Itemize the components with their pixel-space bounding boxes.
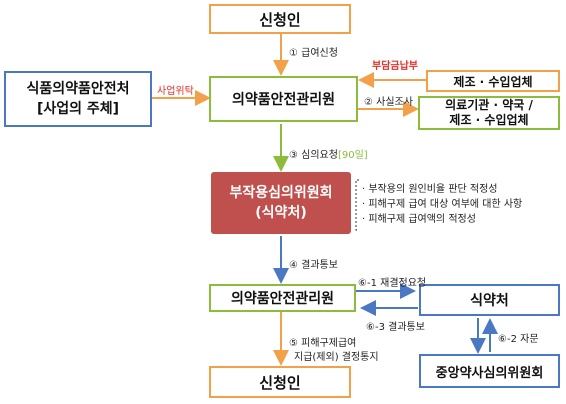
medical-line1: 의료기관 · 약국 / [445,98,533,112]
applicant-box-top: 신청인 [209,4,351,34]
label-step4: ④ 결과통보 [289,260,338,271]
label-step3: ③ 심의요청[90일] [289,146,368,161]
manufacturer-label: 제조 · 수입업체 [453,74,533,89]
committee-line2: (식약처) [255,205,307,221]
central-committee-label: 중앙약사심의위원회 [435,365,544,381]
label-delegation: 사업위탁 [157,86,194,97]
label-step5-line1: ⑤ 피해구제급여 [289,338,357,349]
applicant-box-bottom: 신청인 [209,366,351,398]
medical-line2: 제조 · 수입업체 [449,113,529,127]
label-step1: ① 급여신청 [289,48,338,59]
label-contribution: 부담금납부 [372,61,418,72]
agency-top-label: 의약품안전관리원 [231,92,336,108]
committee-box: 부작용심의위원회 (식약처) [211,172,351,234]
review-item: · 피해구제 급여 대상 여부에 대한 사항 [362,199,523,210]
label-step2: ② 사실조사 [364,97,413,108]
medical-box: 의료기관 · 약국 / 제조 · 수입업체 [418,96,560,130]
label-step5-line2: 지급(제외) 결정통지 [294,352,379,363]
review-item: · 부작용의 원인비율 판단 적정성 [362,184,498,195]
agency-bottom-label: 의약품안전관리원 [230,291,335,307]
applicant-top-label: 신청인 [259,10,301,29]
mfds-box: 식약처 [419,284,560,316]
ministry-line2: [사업의 주체] [36,101,120,117]
central-committee-box: 중앙약사심의위원회 [419,354,560,388]
agency-box-bottom: 의약품안전관리원 [209,284,356,312]
review-items-list: · 부작용의 원인비율 판단 적정성 · 피해구제 급여 대상 여부에 대한 사… [362,182,552,227]
label-step3-main: ③ 심의요청 [289,150,338,161]
mfds-label: 식약처 [470,293,509,309]
ministry-line1: 식품의약품안전처 [26,81,130,97]
committee-line1: 부작용심의위원회 [229,185,333,201]
agency-box-top: 의약품안전관리원 [209,76,358,122]
label-step6-2: ⑥-2 자문 [498,334,539,345]
manufacturer-box: 제조 · 수입업체 [426,70,560,92]
applicant-bottom-label: 신청인 [259,373,301,392]
label-step3-days: [90일] [337,150,368,161]
label-step6-1: ⑥-1 재결정요청 [358,278,427,289]
review-item: · 피해구제 급여액의 적정성 [362,214,476,225]
label-step6-3: ⑥-3 결과통보 [366,322,425,333]
ministry-box: 식품의약품안전처 [사업의 주체] [4,71,152,127]
